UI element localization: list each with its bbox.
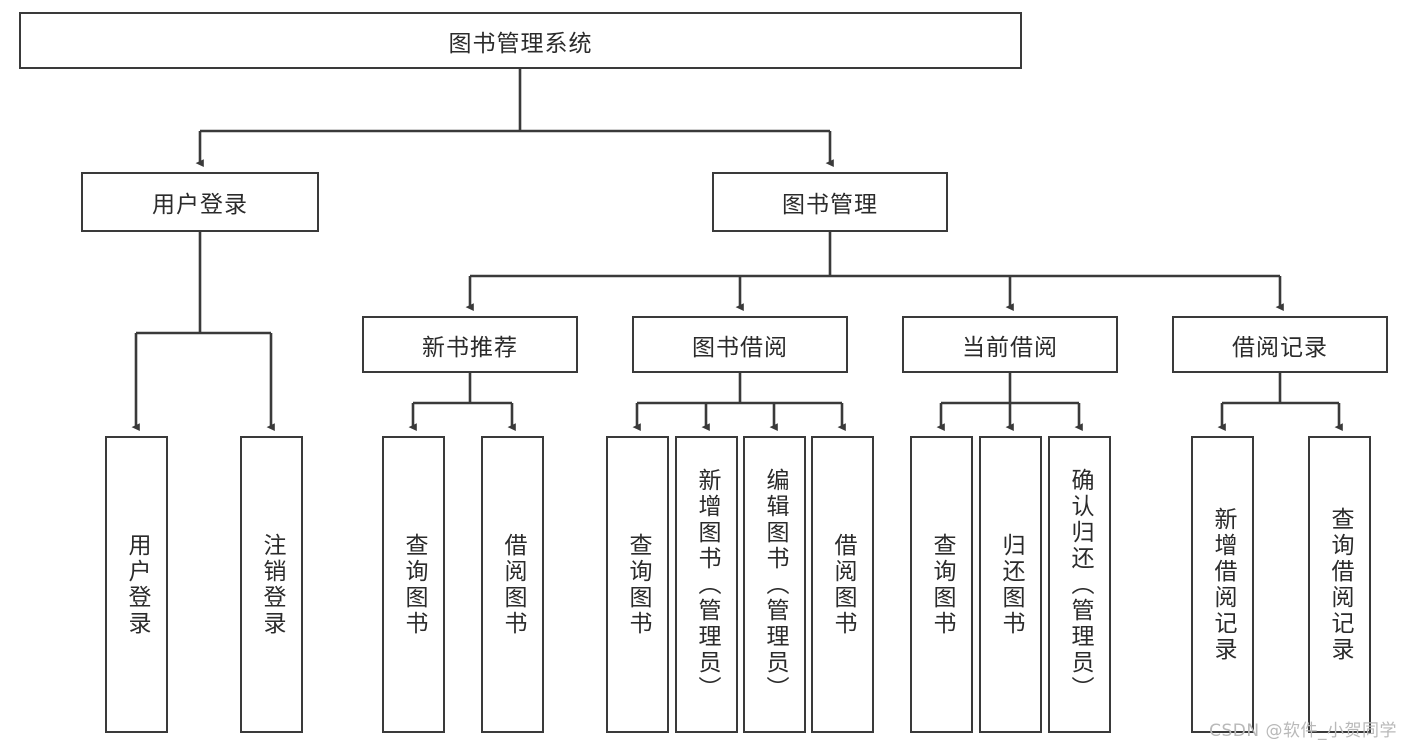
leaf-query-book-recommend[interactable]: 查询图书 <box>382 436 445 733</box>
leaf-query-book-current[interactable]: 查询图书 <box>910 436 973 733</box>
leaf-user-logout[interactable]: 注销登录 <box>240 436 303 733</box>
node-borrow-record[interactable]: 借阅记录 <box>1172 316 1388 373</box>
leaf-confirm-return[interactable]: 确认归还（管理员） <box>1048 436 1111 733</box>
node-user-login[interactable]: 用户登录 <box>81 172 319 232</box>
leaf-edit-book[interactable]: 编辑图书（管理员） <box>743 436 806 733</box>
node-label: 查询图书 <box>929 532 955 637</box>
node-label: 查询图书 <box>401 532 427 637</box>
node-book-borrow[interactable]: 图书借阅 <box>632 316 848 373</box>
node-new-book-recommend[interactable]: 新书推荐 <box>362 316 578 373</box>
node-label: 新增借阅记录 <box>1210 506 1236 663</box>
node-label: 借阅图书 <box>500 532 526 637</box>
leaf-query-borrow-record[interactable]: 查询借阅记录 <box>1308 436 1371 733</box>
csdn-watermark: CSDN @软件_小贺同学 <box>1209 721 1397 741</box>
node-label: 当前借阅 <box>962 334 1058 361</box>
leaf-borrow-book[interactable]: 借阅图书 <box>811 436 874 733</box>
node-label: 图书管理 <box>782 192 878 218</box>
leaf-add-book[interactable]: 新增图书（管理员） <box>675 436 738 733</box>
node-label: 新书推荐 <box>422 334 518 361</box>
node-label: 确认归还（管理员） <box>1067 467 1093 702</box>
node-label: 查询图书 <box>625 532 651 637</box>
node-root-system[interactable]: 图书管理系统 <box>19 12 1022 69</box>
leaf-user-login[interactable]: 用户登录 <box>105 436 168 733</box>
leaf-return-book[interactable]: 归还图书 <box>979 436 1042 733</box>
node-label: 用户登录 <box>124 532 150 637</box>
node-label: 图书借阅 <box>692 334 788 361</box>
node-label: 新增图书（管理员） <box>694 467 720 702</box>
node-label: 编辑图书（管理员） <box>762 467 788 702</box>
node-label: 查询借阅记录 <box>1327 506 1353 663</box>
node-book-manage[interactable]: 图书管理 <box>712 172 948 232</box>
node-label: 注销登录 <box>259 532 285 637</box>
leaf-borrow-book-recommend[interactable]: 借阅图书 <box>481 436 544 733</box>
node-label: 用户登录 <box>152 192 248 218</box>
node-label: 图书管理系统 <box>448 30 593 57</box>
node-current-borrow[interactable]: 当前借阅 <box>902 316 1118 373</box>
node-label: 借阅记录 <box>1232 334 1328 361</box>
leaf-add-borrow-record[interactable]: 新增借阅记录 <box>1191 436 1254 733</box>
node-label: 借阅图书 <box>830 532 856 637</box>
leaf-query-book-borrow[interactable]: 查询图书 <box>606 436 669 733</box>
node-label: 归还图书 <box>998 532 1024 637</box>
